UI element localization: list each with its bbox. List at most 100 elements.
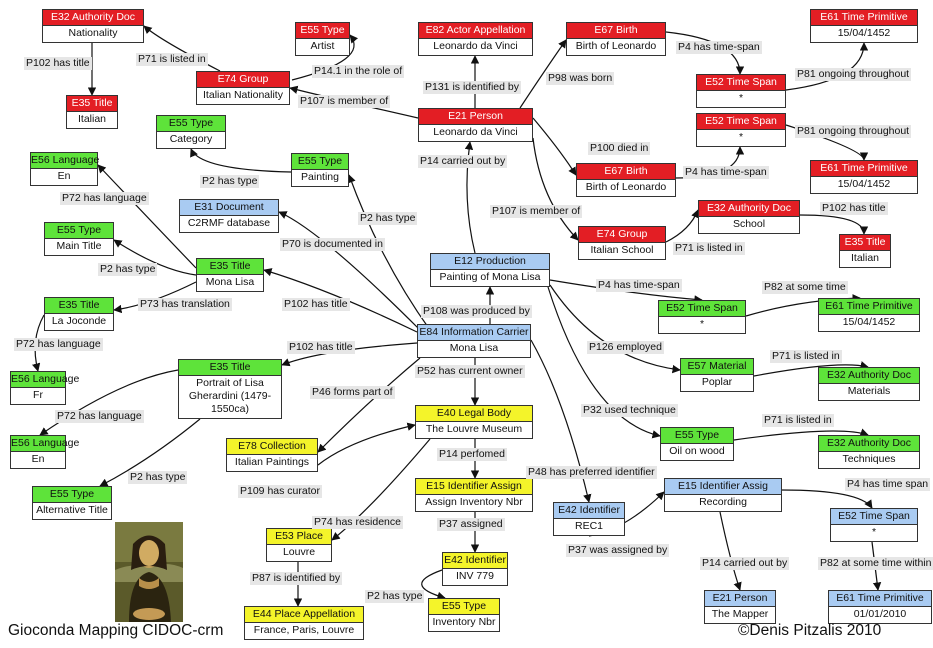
edge-label: P102 has title — [287, 341, 355, 354]
node-value-label: 01/01/2010 — [853, 608, 907, 620]
edge-material-to-auth-materials — [753, 361, 869, 377]
node-class-label: E61 Time Primitive — [811, 161, 917, 177]
edge-label: P71 is listed in — [770, 350, 842, 363]
node-value-label: France, Paris, Louvre — [253, 624, 355, 636]
edge-label: P82 at some time — [762, 281, 848, 294]
node-class-label: E31 Document — [180, 200, 278, 216]
edge-carrier-to-type-painting — [347, 174, 431, 331]
edge-label: P87 is identified by — [250, 572, 343, 585]
edge-type-oil-to-auth-tech — [733, 428, 869, 441]
node-class-label: E35 Title — [179, 360, 281, 376]
node-value-label: C2RMF database — [187, 217, 271, 229]
edge-label: P14 carried out by — [418, 155, 508, 168]
node-class-label: E35 Title — [67, 96, 117, 112]
node-value-label: 15/04/1452 — [842, 316, 896, 328]
edge-type-painting-to-type-category — [190, 148, 292, 173]
edge-group-it-to-nationality — [143, 25, 221, 72]
node-class-label: E84 Information Carrier — [418, 325, 530, 341]
node-class-label: E82 Actor Appellation — [419, 23, 532, 39]
node-class-label: E52 Time Span — [831, 509, 917, 525]
edge-label: P2 has type — [200, 175, 260, 188]
edge-label: P131 is identified by — [423, 81, 521, 94]
node-value-label: * — [871, 526, 877, 538]
edge-label: P71 is listed in — [673, 242, 745, 255]
node-value-label: Recording — [699, 496, 747, 508]
edge-auth-school-to-title-italian2 — [799, 214, 869, 235]
node-value-label: 15/04/1452 — [837, 27, 891, 39]
node-class-label: E55 Type — [33, 487, 111, 503]
node-value-label: Italian — [850, 252, 880, 264]
edge-label: P72 has language — [60, 192, 149, 205]
node-value-label: Inventory Nbr — [432, 616, 496, 628]
node-class-label: E21 Person — [419, 109, 532, 125]
edge-group-school-to-auth-school — [665, 209, 700, 243]
edge-label: P72 has language — [14, 338, 103, 351]
node-class-label: E55 Type — [296, 23, 349, 39]
node-value-label: Painting of Mona Lisa — [439, 271, 541, 283]
edge-label: P14 carried out by — [700, 557, 790, 570]
node-class-label: E35 Title — [197, 259, 263, 275]
node-value-label: Italian Nationality — [203, 89, 283, 101]
node-class-label: E55 Type — [45, 223, 113, 239]
node-class-label: E15 Identifier Assig — [665, 479, 781, 495]
mona-lisa-thumbnail — [115, 522, 183, 622]
edge-collection-to-legal-body — [317, 422, 416, 466]
edge-label: P4 has time-span — [596, 279, 682, 292]
node-class-label: E61 Time Primitive — [819, 299, 919, 315]
node-value-label: Poplar — [701, 376, 733, 388]
edge-label: P70 is documented in — [280, 238, 385, 251]
node-value-label: Painting — [301, 171, 339, 183]
edge-id-assign2-to-ts4 — [781, 489, 873, 509]
node-value-label: 15/04/1452 — [837, 178, 891, 190]
edge-label: P82 at some time within — [818, 557, 933, 570]
edge-label: P81 ongoing throughout — [795, 68, 912, 81]
node-value-label: The Louvre Museum — [425, 423, 523, 435]
node-ts4: E52 Time Span* — [830, 508, 918, 542]
node-class-label: E56 Language — [11, 436, 79, 452]
node-class-label: E32 Authority Doc — [819, 368, 919, 384]
node-class-label: E74 Group — [197, 72, 289, 88]
edge-label: P4 has time span — [845, 478, 931, 491]
node-class-label: E67 Birth — [577, 164, 675, 180]
edge-group-it-to-type-artist — [291, 34, 358, 81]
edge-label: P109 has curator — [238, 485, 322, 498]
node-value-label: Artist — [310, 40, 335, 52]
edge-label: P107 is member of — [490, 205, 583, 218]
node-value-label: * — [699, 318, 705, 330]
edge-label: P72 has language — [55, 410, 144, 423]
node-value-label: Leonardo da Vinci — [433, 126, 518, 138]
node-class-label: E53 Place — [267, 529, 331, 545]
node-value-label: Louvre — [282, 546, 316, 558]
edge-label: P81 ongoing throughout — [795, 125, 912, 138]
edge-label: P2 has type — [358, 212, 418, 225]
node-value-label: Fr — [33, 389, 43, 401]
node-class-label: E52 Time Span — [697, 75, 785, 91]
node-class-label: E32 Authority Doc — [819, 436, 919, 452]
diagram-title: Gioconda Mapping CIDOC-crm — [8, 622, 224, 639]
edge-label: P2 has type — [128, 471, 188, 484]
node-class-label: E55 Type — [429, 599, 499, 615]
node-ts2: E52 Time Span* — [696, 113, 786, 147]
node-class-label: E15 Identifier Assign — [416, 479, 532, 495]
edge-label: P37 assigned — [437, 518, 505, 531]
node-class-label: E35 Title — [840, 235, 890, 251]
